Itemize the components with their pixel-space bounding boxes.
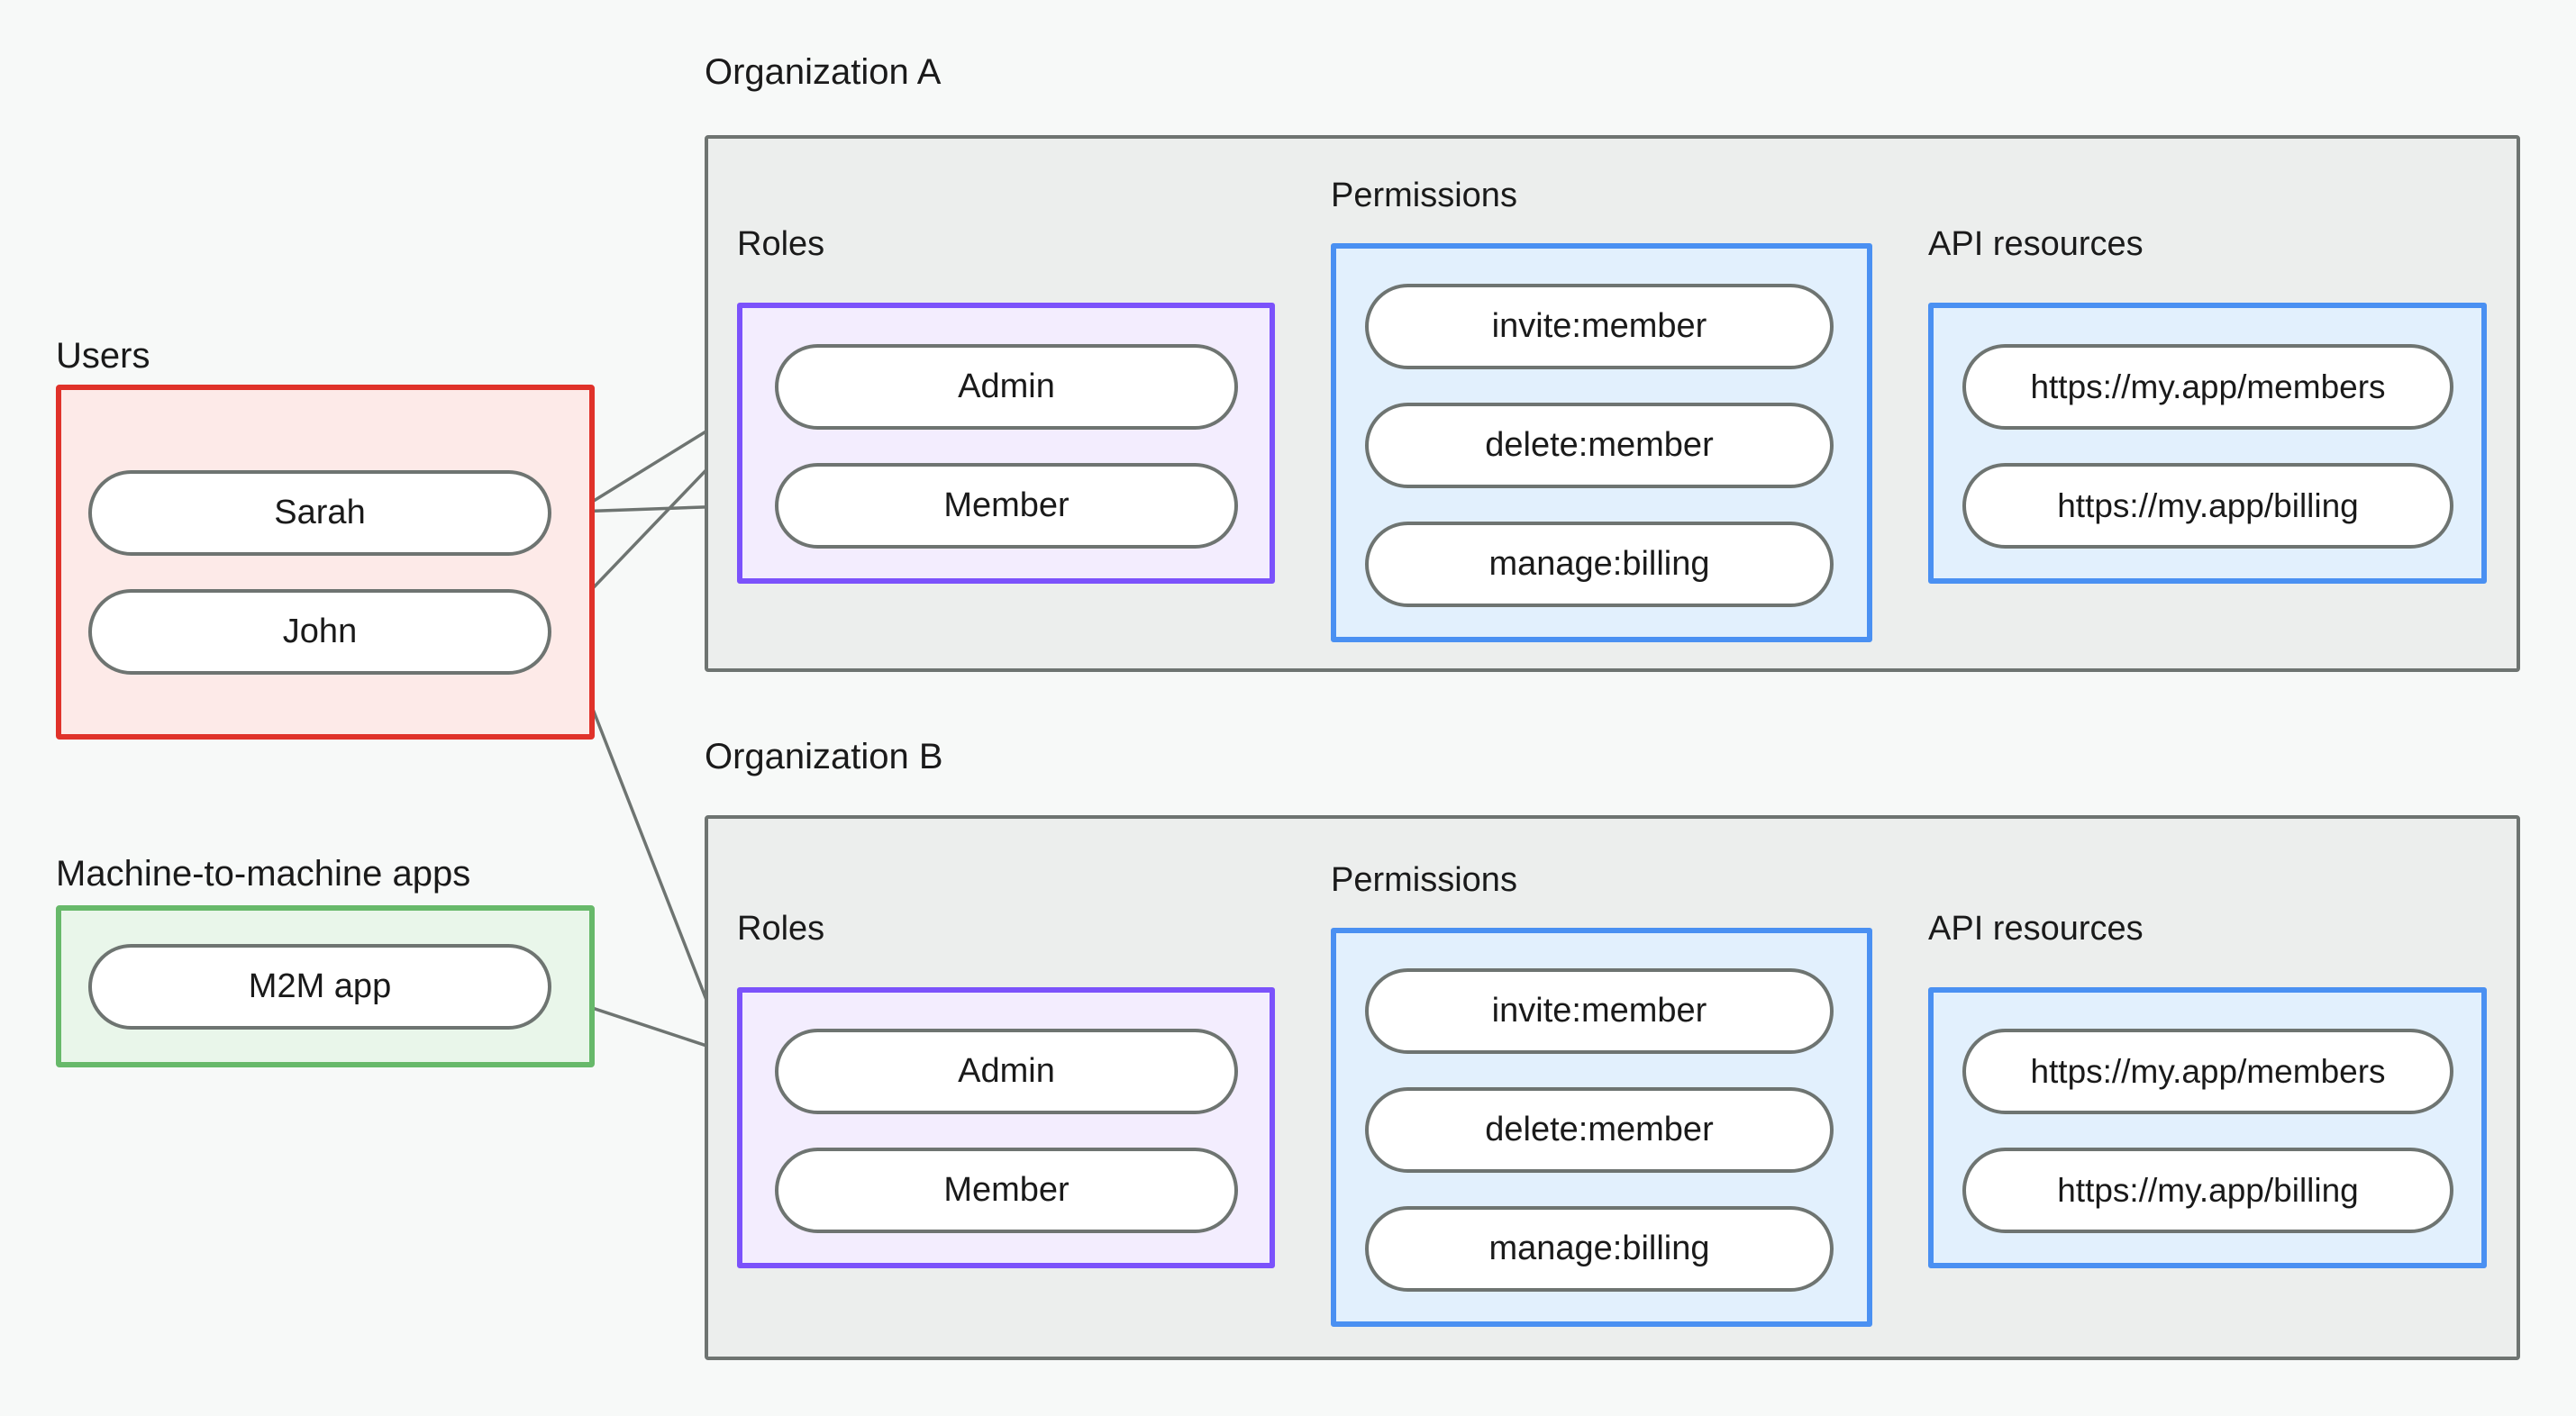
org-b-permission-manage-billing[interactable]: manage:billing — [1365, 1206, 1834, 1292]
users-group-label: Users — [56, 336, 150, 376]
org-b-title: Organization B — [705, 737, 943, 776]
m2m-group-label: Machine-to-machine apps — [56, 854, 471, 894]
org-a-permission-delete-member[interactable]: delete:member — [1365, 403, 1834, 488]
user-node-sarah[interactable]: Sarah — [88, 470, 551, 556]
org-b-permissions-label: Permissions — [1331, 861, 1517, 899]
org-a-role-member[interactable]: Member — [775, 463, 1238, 549]
org-a-title: Organization A — [705, 52, 942, 92]
org-a-roles-label: Roles — [737, 225, 825, 263]
org-a-permissions-label: Permissions — [1331, 177, 1517, 214]
org-b-api-resource-billing[interactable]: https://my.app/billing — [1962, 1148, 2453, 1233]
org-a-api-resource-members[interactable]: https://my.app/members — [1962, 344, 2453, 430]
org-a-role-admin[interactable]: Admin — [775, 344, 1238, 430]
org-a-permission-invite-member[interactable]: invite:member — [1365, 284, 1834, 369]
org-b-role-admin[interactable]: Admin — [775, 1029, 1238, 1114]
org-a-api-resource-billing[interactable]: https://my.app/billing — [1962, 463, 2453, 549]
org-b-permission-delete-member[interactable]: delete:member — [1365, 1087, 1834, 1173]
org-b-role-member[interactable]: Member — [775, 1148, 1238, 1233]
org-a-permission-manage-billing[interactable]: manage:billing — [1365, 522, 1834, 607]
user-node-john[interactable]: John — [88, 589, 551, 675]
org-b-api-label: API resources — [1928, 910, 2144, 948]
m2m-node-app[interactable]: M2M app — [88, 944, 551, 1030]
org-a-api-label: API resources — [1928, 225, 2144, 263]
org-b-roles-label: Roles — [737, 910, 825, 948]
org-b-permission-invite-member[interactable]: invite:member — [1365, 968, 1834, 1054]
org-b-api-resource-members[interactable]: https://my.app/members — [1962, 1029, 2453, 1114]
users-container — [56, 385, 595, 740]
